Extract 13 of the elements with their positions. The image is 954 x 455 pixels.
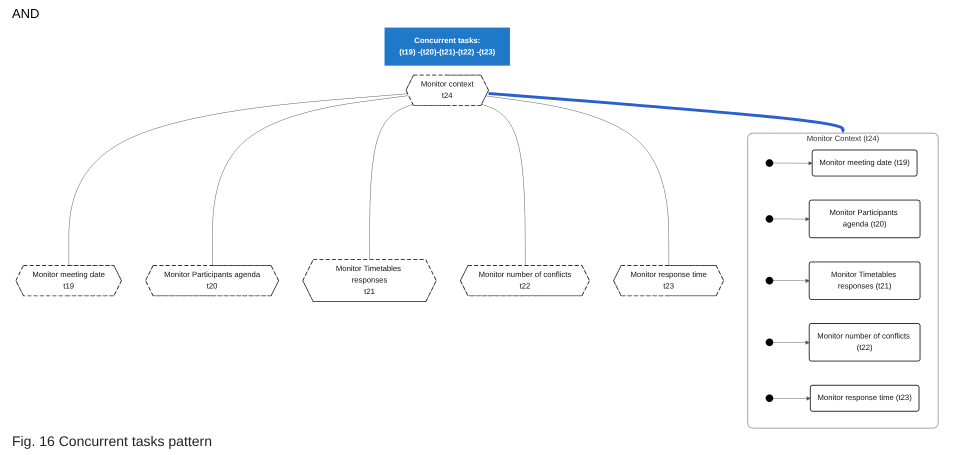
node-circle [766, 159, 774, 167]
edge-note: AND [12, 6, 40, 21]
connector [212, 95, 409, 266]
node-circle [766, 338, 774, 346]
node-circle [766, 276, 774, 284]
connector [68, 94, 408, 266]
connector [369, 104, 414, 260]
connector [482, 104, 526, 266]
figure-caption: Fig. 16 Concurrent tasks pattern [12, 433, 212, 449]
node-circle [766, 215, 774, 223]
connector [486, 96, 670, 266]
arrow [488, 92, 846, 134]
node-circle [766, 394, 774, 402]
